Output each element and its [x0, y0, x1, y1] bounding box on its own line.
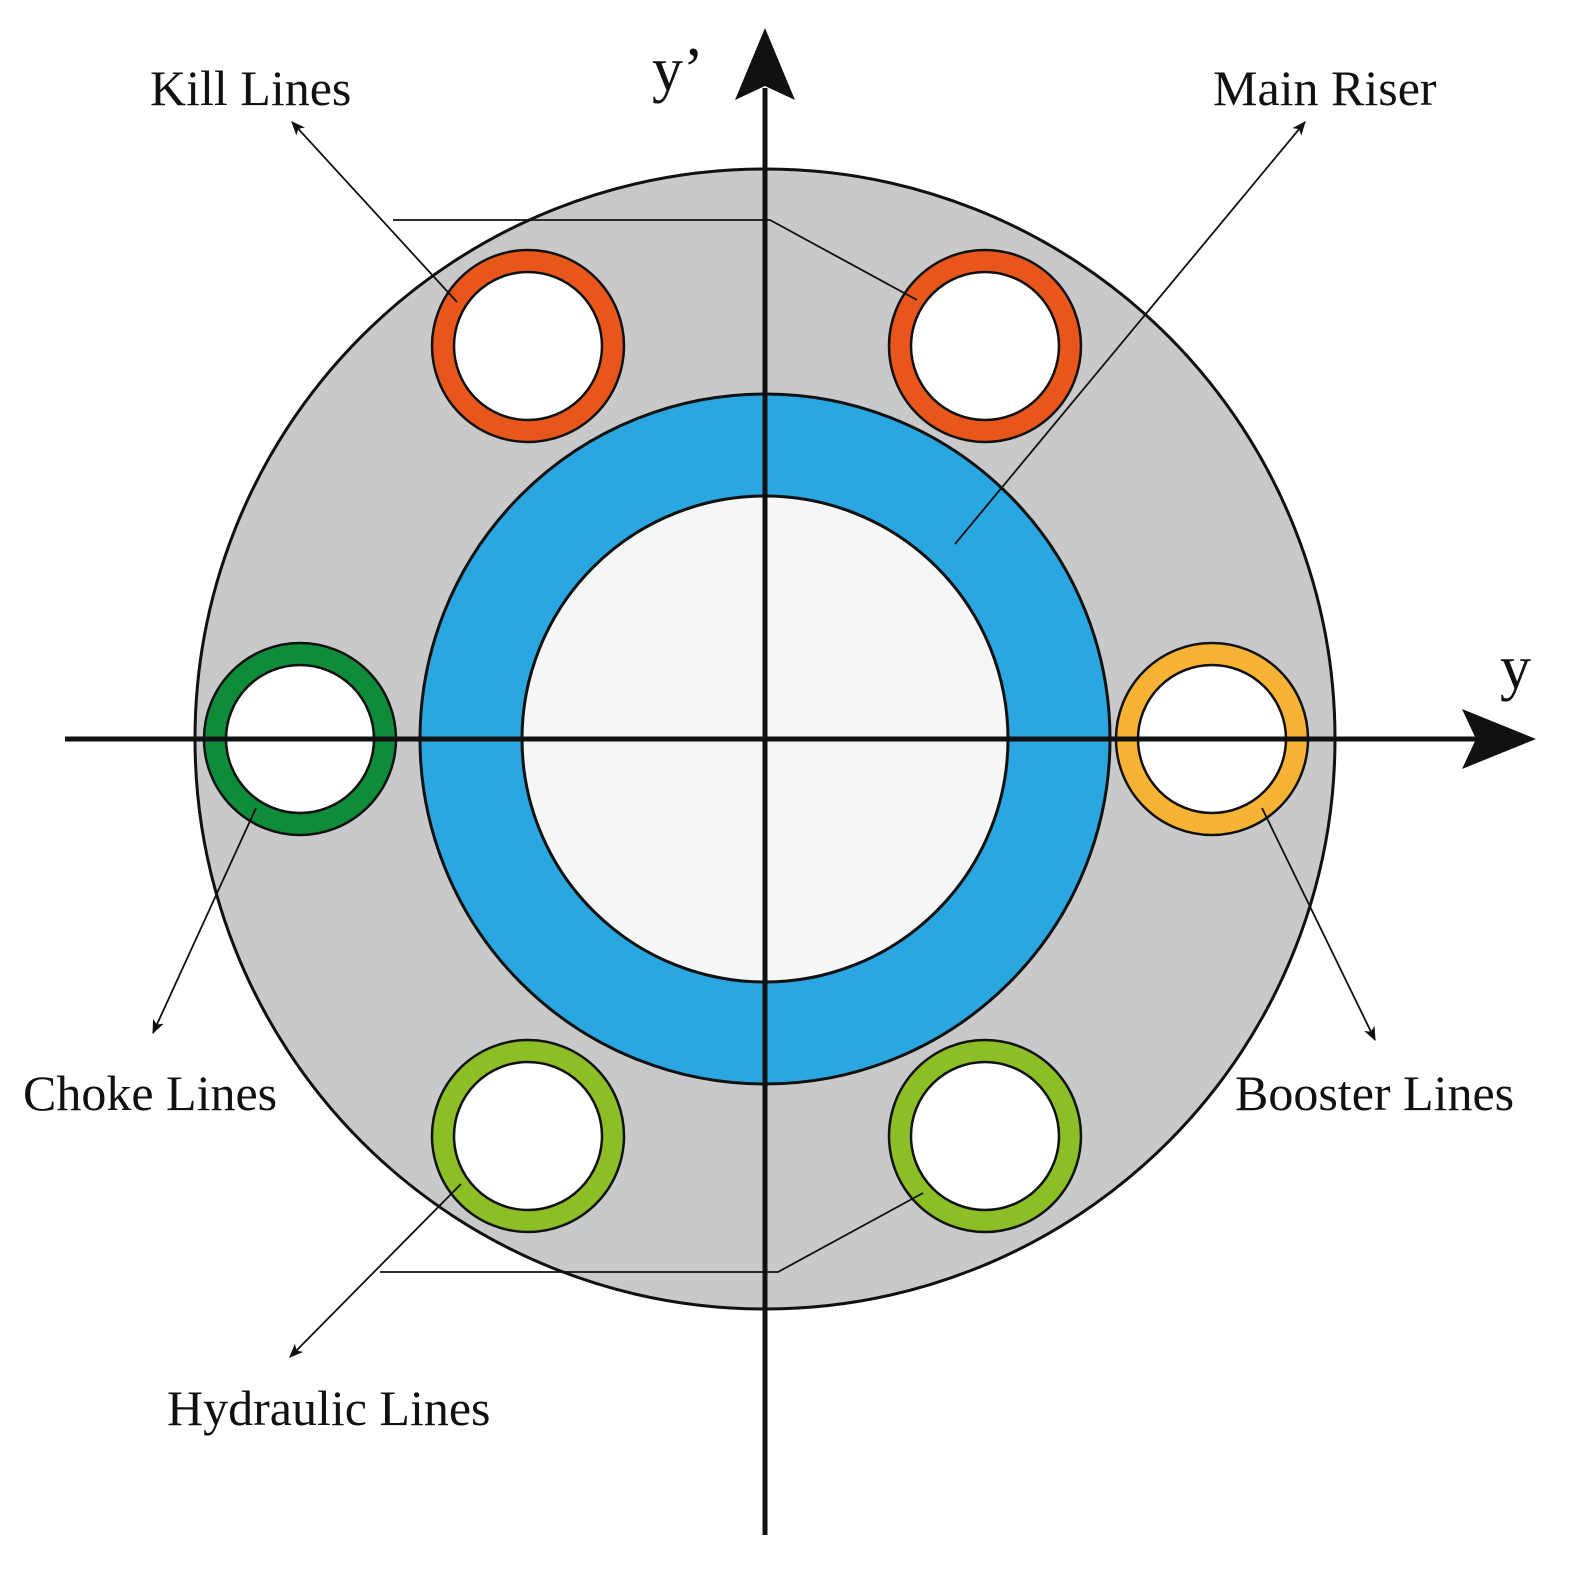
hydraulic-lines-callout [289, 1183, 924, 1358]
kill-lines-label: Kill Lines [150, 60, 351, 116]
kill-line-left [430, 248, 626, 444]
horizontal-axis-label: y [1500, 634, 1531, 702]
hydraulic-line-right [887, 1038, 1083, 1234]
vertical-axis-label: y’ [652, 36, 704, 104]
booster-lines-callout [1261, 807, 1376, 1042]
vertical-axis-arrowhead [735, 28, 795, 100]
horizontal-axis-arrowhead [1462, 709, 1536, 769]
booster-lines-label: Booster Lines [1235, 1065, 1514, 1121]
hydraulic-lines-label: Hydraulic Lines [167, 1380, 491, 1436]
choke-lines-callout [152, 807, 257, 1035]
kill-lines-callout [291, 121, 918, 303]
main-riser-label: Main Riser [1213, 60, 1437, 116]
main-riser-callout [954, 121, 1306, 545]
hydraulic-line-left [430, 1038, 626, 1234]
choke-lines-label: Choke Lines [23, 1065, 277, 1121]
kill-line-right [887, 248, 1083, 444]
